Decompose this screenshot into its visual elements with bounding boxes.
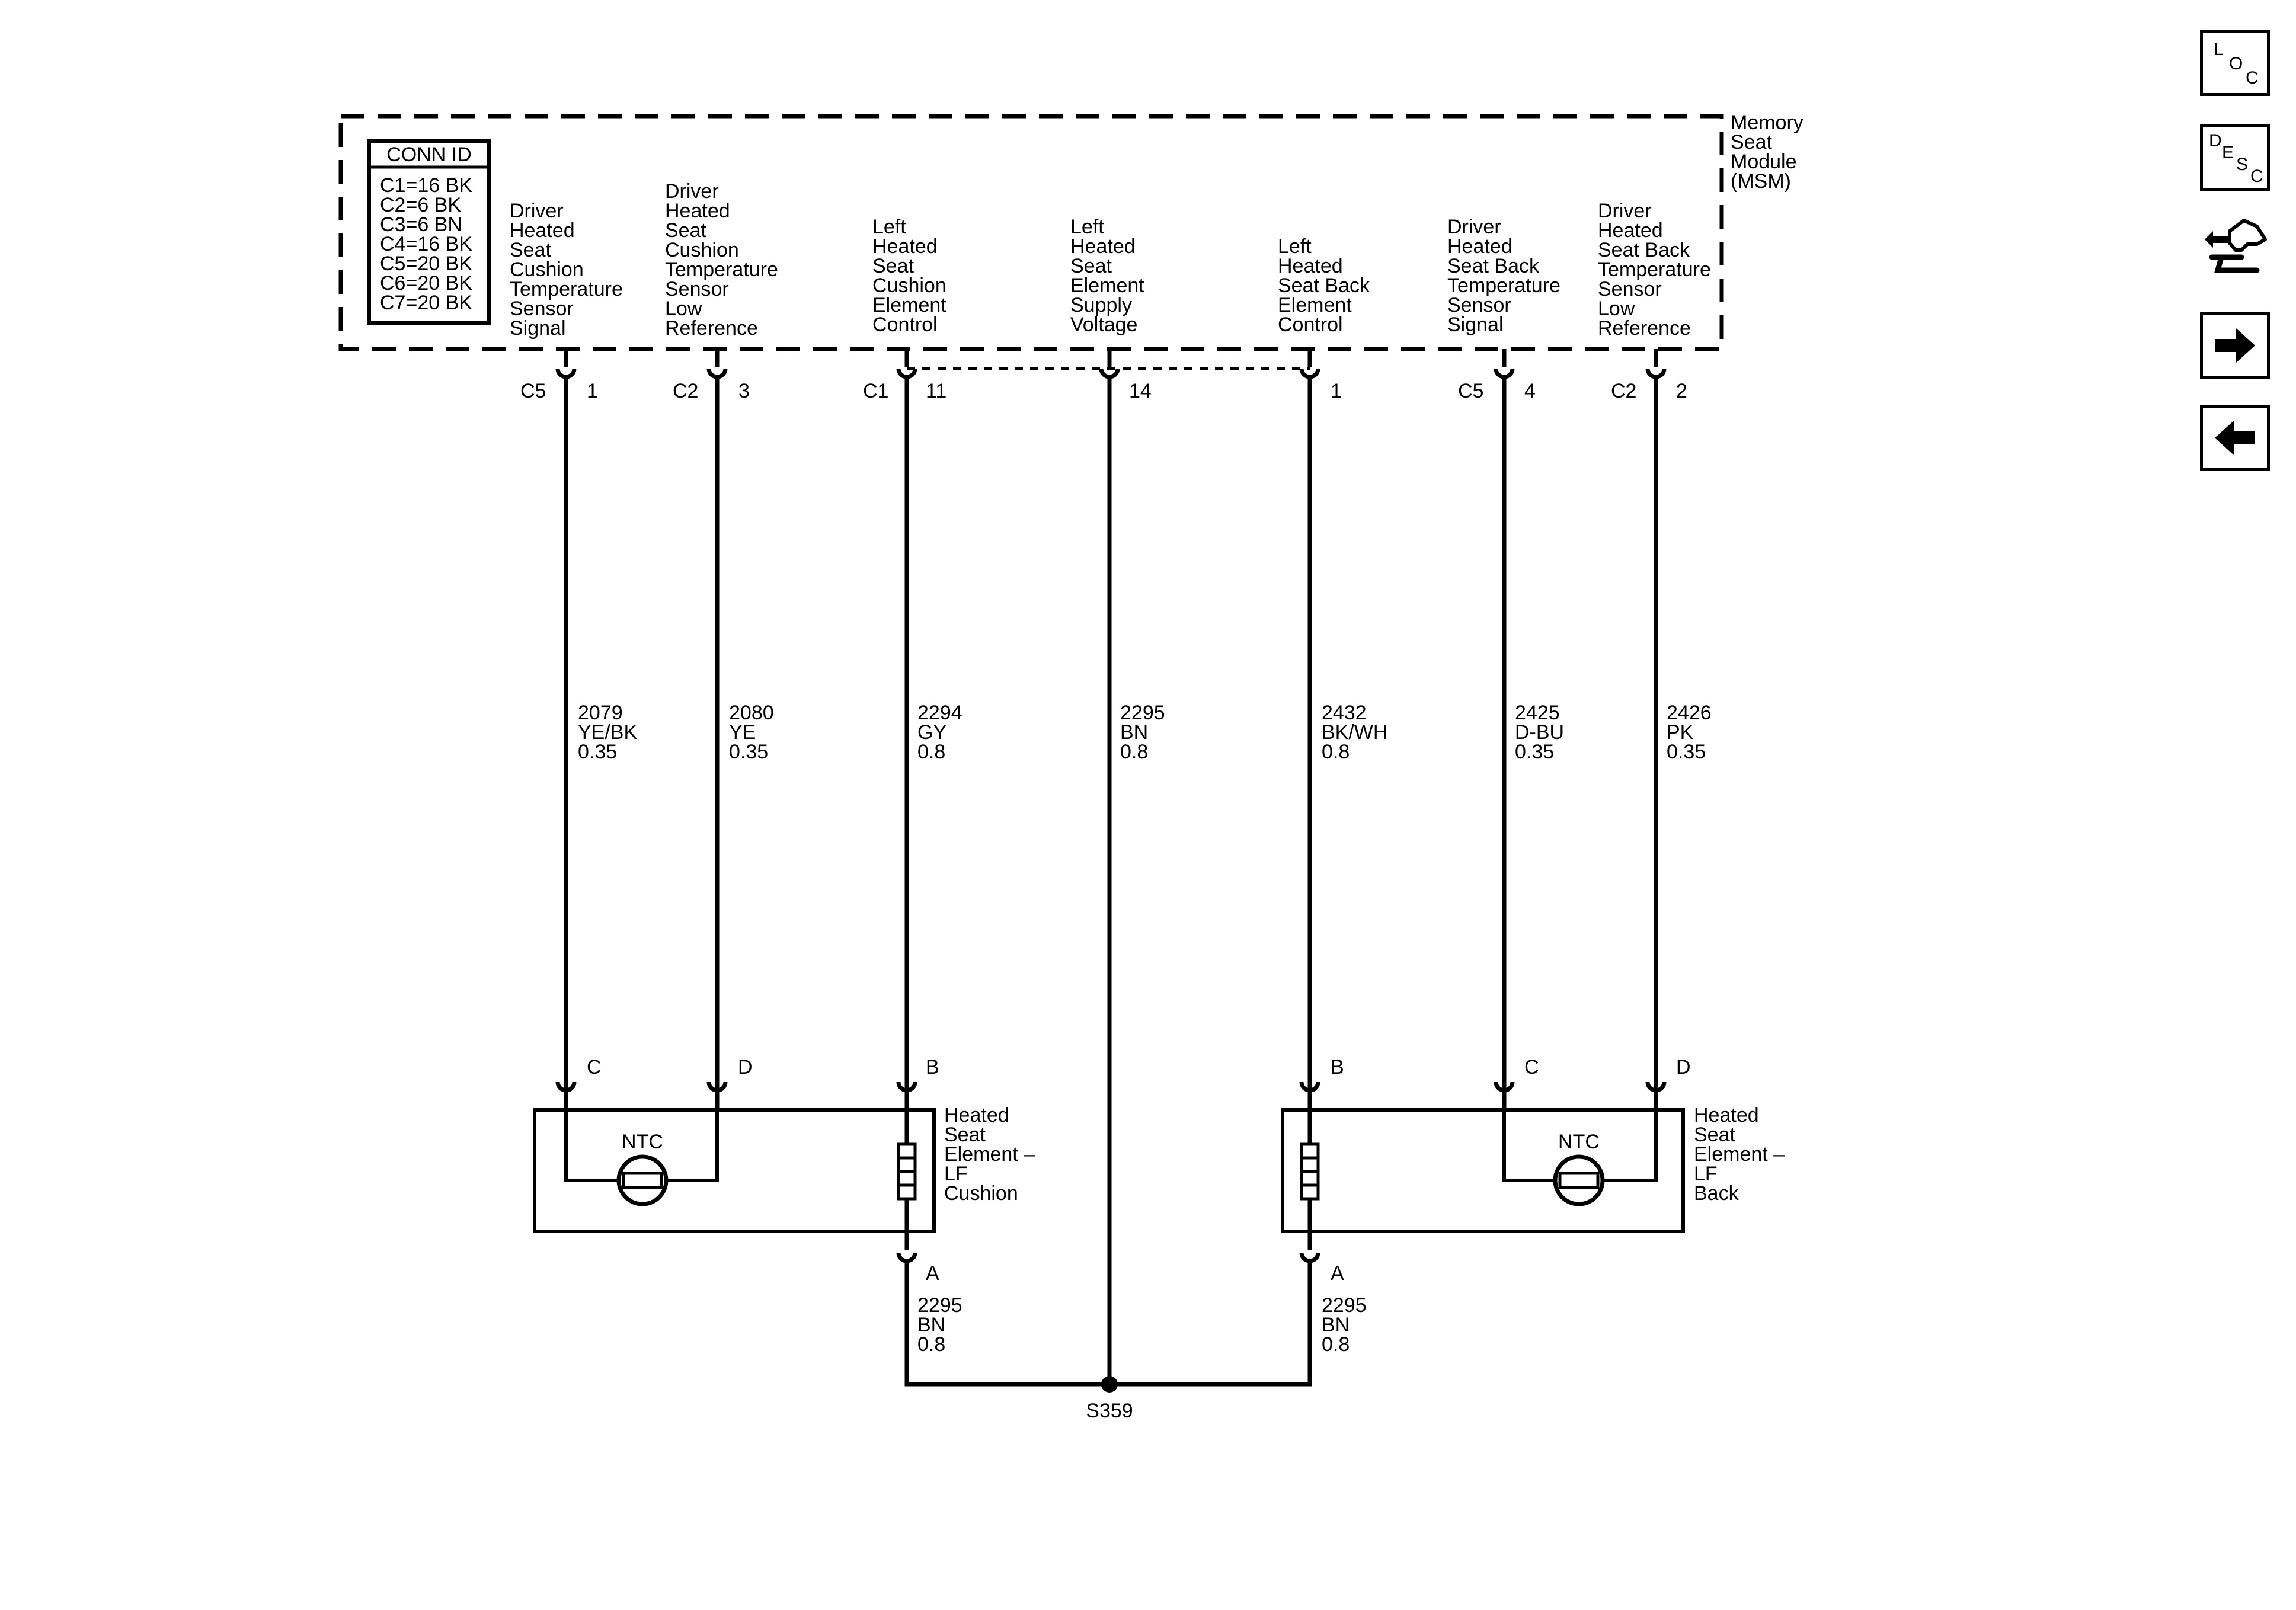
svg-text:1: 1: [587, 380, 598, 402]
desc-letter-c: C: [2250, 167, 2263, 186]
wires: [564, 377, 1658, 1384]
svg-text:B: B: [926, 1056, 939, 1078]
svg-text:11: 11: [926, 380, 946, 402]
splice-label: S359: [1086, 1400, 1133, 1422]
pin-a-cushion: A: [926, 1262, 939, 1285]
conn-id-table: CONN ID C1=16 BK C2=6 BK C3=6 BN C4=16 B…: [367, 139, 491, 325]
next-button[interactable]: [2200, 312, 2270, 379]
component-name-cushion: Heated Seat Element – LF Cushion: [944, 1104, 1041, 1205]
svg-text:3: 3: [738, 380, 750, 402]
svg-text:14: 14: [1129, 380, 1152, 402]
conn-id-header: CONN ID: [386, 143, 472, 166]
heated-seat-element-cushion: NTC: [533, 1108, 936, 1233]
connector-hand-icon: [2205, 219, 2267, 273]
desc-button[interactable]: D E S C: [2200, 124, 2270, 191]
svg-text:1: 1: [1331, 380, 1342, 402]
arrow-right-icon: [2215, 328, 2255, 363]
back-button[interactable]: [2200, 405, 2270, 471]
connector-view-button[interactable]: [2200, 213, 2270, 280]
svg-text:4: 4: [1524, 380, 1536, 402]
svg-text:C1: C1: [863, 380, 888, 402]
svg-text:C5: C5: [520, 380, 546, 402]
svg-text:C5: C5: [1458, 380, 1483, 402]
component-name-back: Heated Seat Element – LF Back: [1694, 1104, 1790, 1205]
module-connectors: [558, 349, 1664, 377]
module-title: Memory Seat Module (MSM): [1731, 111, 1809, 193]
heater-element-icon: [1300, 1142, 1320, 1201]
svg-text:D: D: [738, 1056, 753, 1078]
loc-letter-o: O: [2229, 54, 2243, 73]
loc-button[interactable]: L O C: [2200, 30, 2270, 96]
ntc-label: NTC: [622, 1131, 663, 1153]
arrow-left-icon: [2215, 421, 2255, 455]
heater-element-icon: [897, 1142, 917, 1201]
module-pin-labels: C5 1 C2 3 C1 11 14 1 C5 4 C2 2: [520, 380, 1687, 402]
svg-text:C: C: [587, 1056, 602, 1078]
svg-text:D: D: [1676, 1056, 1691, 1078]
ntc-label: NTC: [1558, 1131, 1600, 1153]
conn-id-list: C1=16 BK C2=6 BK C3=6 BN C4=16 BK C5=20 …: [380, 174, 478, 314]
circuit-label-4: Left Heated Seat Element Supply Voltage: [1070, 216, 1150, 336]
loc-letter-l: L: [2214, 40, 2224, 59]
splice-dot: [1101, 1376, 1118, 1393]
component-connectors-top: [558, 1082, 1664, 1110]
circuit-label-3: Left Heated Seat Cushion Element Control: [872, 216, 952, 336]
svg-text:B: B: [1331, 1056, 1344, 1078]
heated-seat-element-back: NTC: [1281, 1108, 1685, 1233]
desc-letter-s: S: [2236, 155, 2249, 174]
svg-text:2: 2: [1676, 380, 1687, 402]
svg-text:C2: C2: [1611, 380, 1636, 402]
svg-text:C: C: [1524, 1056, 1539, 1078]
ground-connectors: [898, 1231, 1318, 1393]
pin-a-back: A: [1331, 1262, 1344, 1285]
circuit-label-5: Left Heated Seat Back Element Control: [1278, 235, 1375, 336]
circuit-label-7: Driver Heated Seat Back Temperature Sens…: [1598, 200, 1716, 340]
svg-text:C2: C2: [673, 380, 698, 402]
circuit-label-1: Driver Heated Seat Cushion Temperature S…: [510, 200, 628, 340]
circuit-label-2: Driver Heated Seat Cushion Temperature S…: [665, 180, 784, 340]
component-pin-labels: C D B B C D: [587, 1056, 1691, 1078]
desc-letter-d: D: [2209, 131, 2222, 151]
circuit-label-6: Driver Heated Seat Back Temperature Sens…: [1447, 216, 1566, 336]
loc-letter-c: C: [2246, 68, 2259, 88]
desc-letter-e: E: [2222, 143, 2234, 162]
